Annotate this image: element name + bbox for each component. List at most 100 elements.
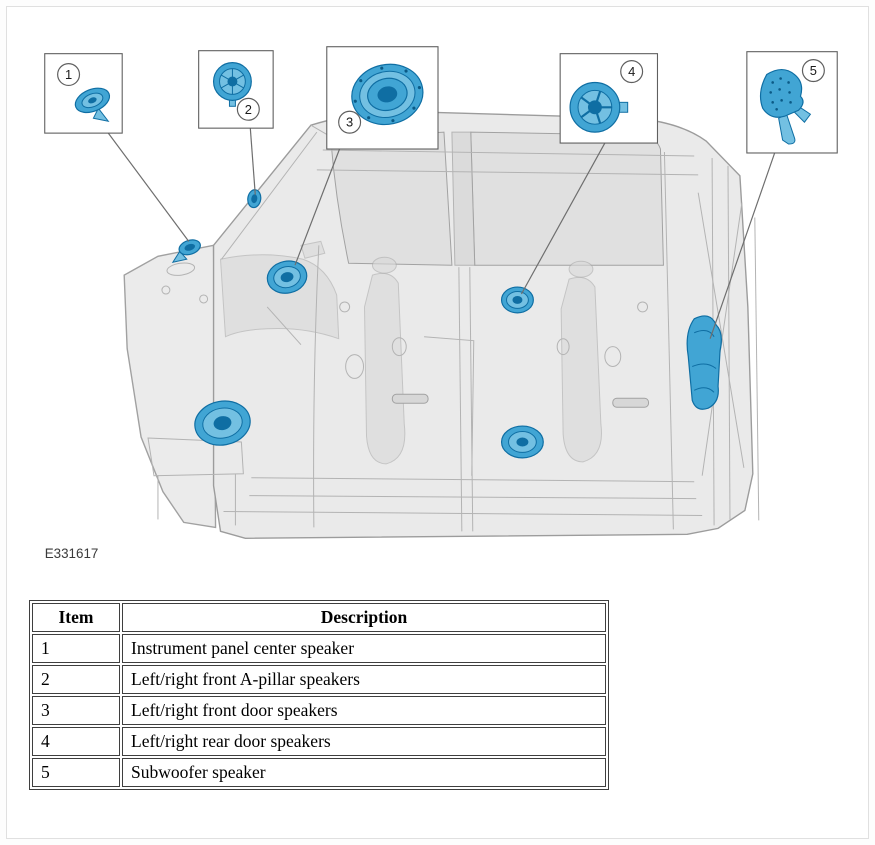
speaker-icon-5-dot-8 [780, 99, 783, 102]
speaker-4-center [512, 295, 523, 304]
backwall-brace-2 [701, 202, 743, 476]
item-cell-4: 4 [32, 727, 120, 756]
door-hole-5 [637, 301, 649, 313]
callout-1-number: 1 [65, 67, 72, 82]
speaker-icon-1 [74, 87, 111, 122]
callout-2-number-circle [236, 97, 260, 121]
dash-assembly [219, 254, 340, 340]
description-cell-2: Left/right front A-pillar speakers [122, 665, 606, 694]
rocker-line [223, 510, 703, 516]
speaker-icon-5-leg [778, 113, 796, 145]
description-cell-1: Instrument panel center speaker [122, 634, 606, 663]
door-hole-2 [391, 337, 407, 357]
callout-5-number-circle [801, 59, 825, 83]
speaker-icon-5-dot-10 [775, 107, 778, 111]
callout-3-number-circle [338, 110, 362, 134]
item-cell-3: 3 [32, 696, 120, 725]
item-cell-2: 2 [32, 665, 120, 694]
speaker-icon-3-bolt-5 [353, 99, 357, 103]
truck-illustration [123, 110, 760, 540]
callout-3: 3 [326, 46, 439, 150]
cowl-detail-1 [161, 285, 171, 295]
table-header-row: Item Description [32, 603, 606, 632]
a-pillar-line [221, 131, 318, 260]
speaker-icon-2-center [227, 76, 238, 87]
speaker-icon-1-center [88, 97, 97, 104]
truck-front-clip [123, 244, 217, 529]
callout-1: 1 [44, 53, 123, 134]
speaker-4-rear-door [500, 286, 534, 314]
speaker-icon-1-bracket [92, 107, 110, 122]
speaker-1-center [184, 243, 196, 251]
leader-line-2 [249, 128, 256, 195]
front-headrest [371, 256, 397, 274]
callout-2-number: 2 [245, 102, 252, 117]
speaker-icon-2 [212, 62, 252, 107]
speaker-icon-3-bolt-6 [359, 79, 363, 83]
subwoofer-detail-3 [694, 387, 715, 393]
subwoofer-body [686, 315, 722, 410]
speaker-icon-5-dot-9 [789, 101, 792, 104]
speaker-icon-5-dot-6 [788, 91, 791, 94]
item-cell-1: 1 [32, 634, 120, 663]
speaker-1-bracket [171, 250, 188, 263]
callout-1-number-circle [57, 63, 81, 87]
callout-5: 5 [746, 51, 838, 154]
table-row-2: 2 Left/right front A-pillar speakers [32, 665, 606, 694]
speaker-3-center [280, 272, 294, 283]
speaker-icon-5-body [759, 68, 804, 118]
document-page: 1 2 [6, 6, 869, 839]
callout-5-number: 5 [810, 63, 817, 78]
steering-column [266, 306, 302, 345]
door-hole-4 [556, 338, 570, 356]
description-cell-4: Left/right rear door speakers [122, 727, 606, 756]
b-pillar-seam-1 [458, 267, 463, 532]
front-woofer-center [213, 416, 232, 431]
callout-4-number: 4 [628, 64, 635, 79]
speaker-2-center [251, 194, 258, 204]
speaker-icon-4-magnet [587, 100, 602, 115]
front-seat [364, 272, 406, 465]
front-door-handle [391, 393, 429, 404]
speaker-rear-door-woofer [500, 425, 544, 459]
description-cell-3: Left/right front door speakers [122, 696, 606, 725]
speaker-icon-5 [759, 68, 812, 145]
leader-line-1 [107, 132, 190, 242]
table-area: Item Description 1 Instrument panel cent… [29, 600, 868, 790]
speaker-icon-5-dot-3 [787, 81, 790, 84]
rear-seat [560, 276, 602, 463]
subwoofer-detail-1 [694, 330, 715, 337]
floor-line-1 [251, 477, 695, 483]
speaker-1-instrument-panel [171, 239, 201, 263]
callout-3-number: 3 [346, 115, 353, 130]
table-row-3: 3 Left/right front door speakers [32, 696, 606, 725]
rear-headrest [568, 260, 594, 278]
roof-bow-2 [316, 169, 699, 176]
speaker-icon-3-bolt-3 [391, 119, 395, 123]
front-door-window [330, 131, 453, 266]
speaker-icon-5-dot-4 [769, 91, 772, 94]
speaker-table: Item Description 1 Instrument panel cent… [29, 600, 609, 790]
rear-door-handle [612, 397, 650, 408]
speaker-icon-3 [351, 63, 424, 126]
col-header-item: Item [32, 603, 120, 632]
col-header-description: Description [122, 603, 606, 632]
speaker-location-diagram: 1 2 [44, 46, 838, 561]
door-hole-3 [604, 346, 622, 367]
cowl-detail-2 [199, 294, 209, 304]
speaker-icon-3-bolt-4 [367, 116, 371, 120]
backwall-brace-1 [697, 192, 745, 468]
rear-door-seam [663, 151, 674, 530]
cowl-vent [166, 262, 196, 276]
callout-4: 4 [559, 53, 659, 144]
speaker-icon-5-dot-5 [778, 88, 781, 91]
speaker-5-subwoofer [686, 315, 722, 410]
rear-woofer-center [516, 437, 529, 447]
speaker-icon-5-dot-2 [779, 77, 782, 80]
door-hole-6 [339, 301, 351, 313]
front-door-seam [313, 245, 320, 528]
figure-id: E331617 [45, 546, 99, 561]
speaker-2-a-pillar [247, 189, 262, 209]
speaker-icon-4 [569, 81, 629, 133]
callout-4-number-circle [620, 60, 644, 84]
